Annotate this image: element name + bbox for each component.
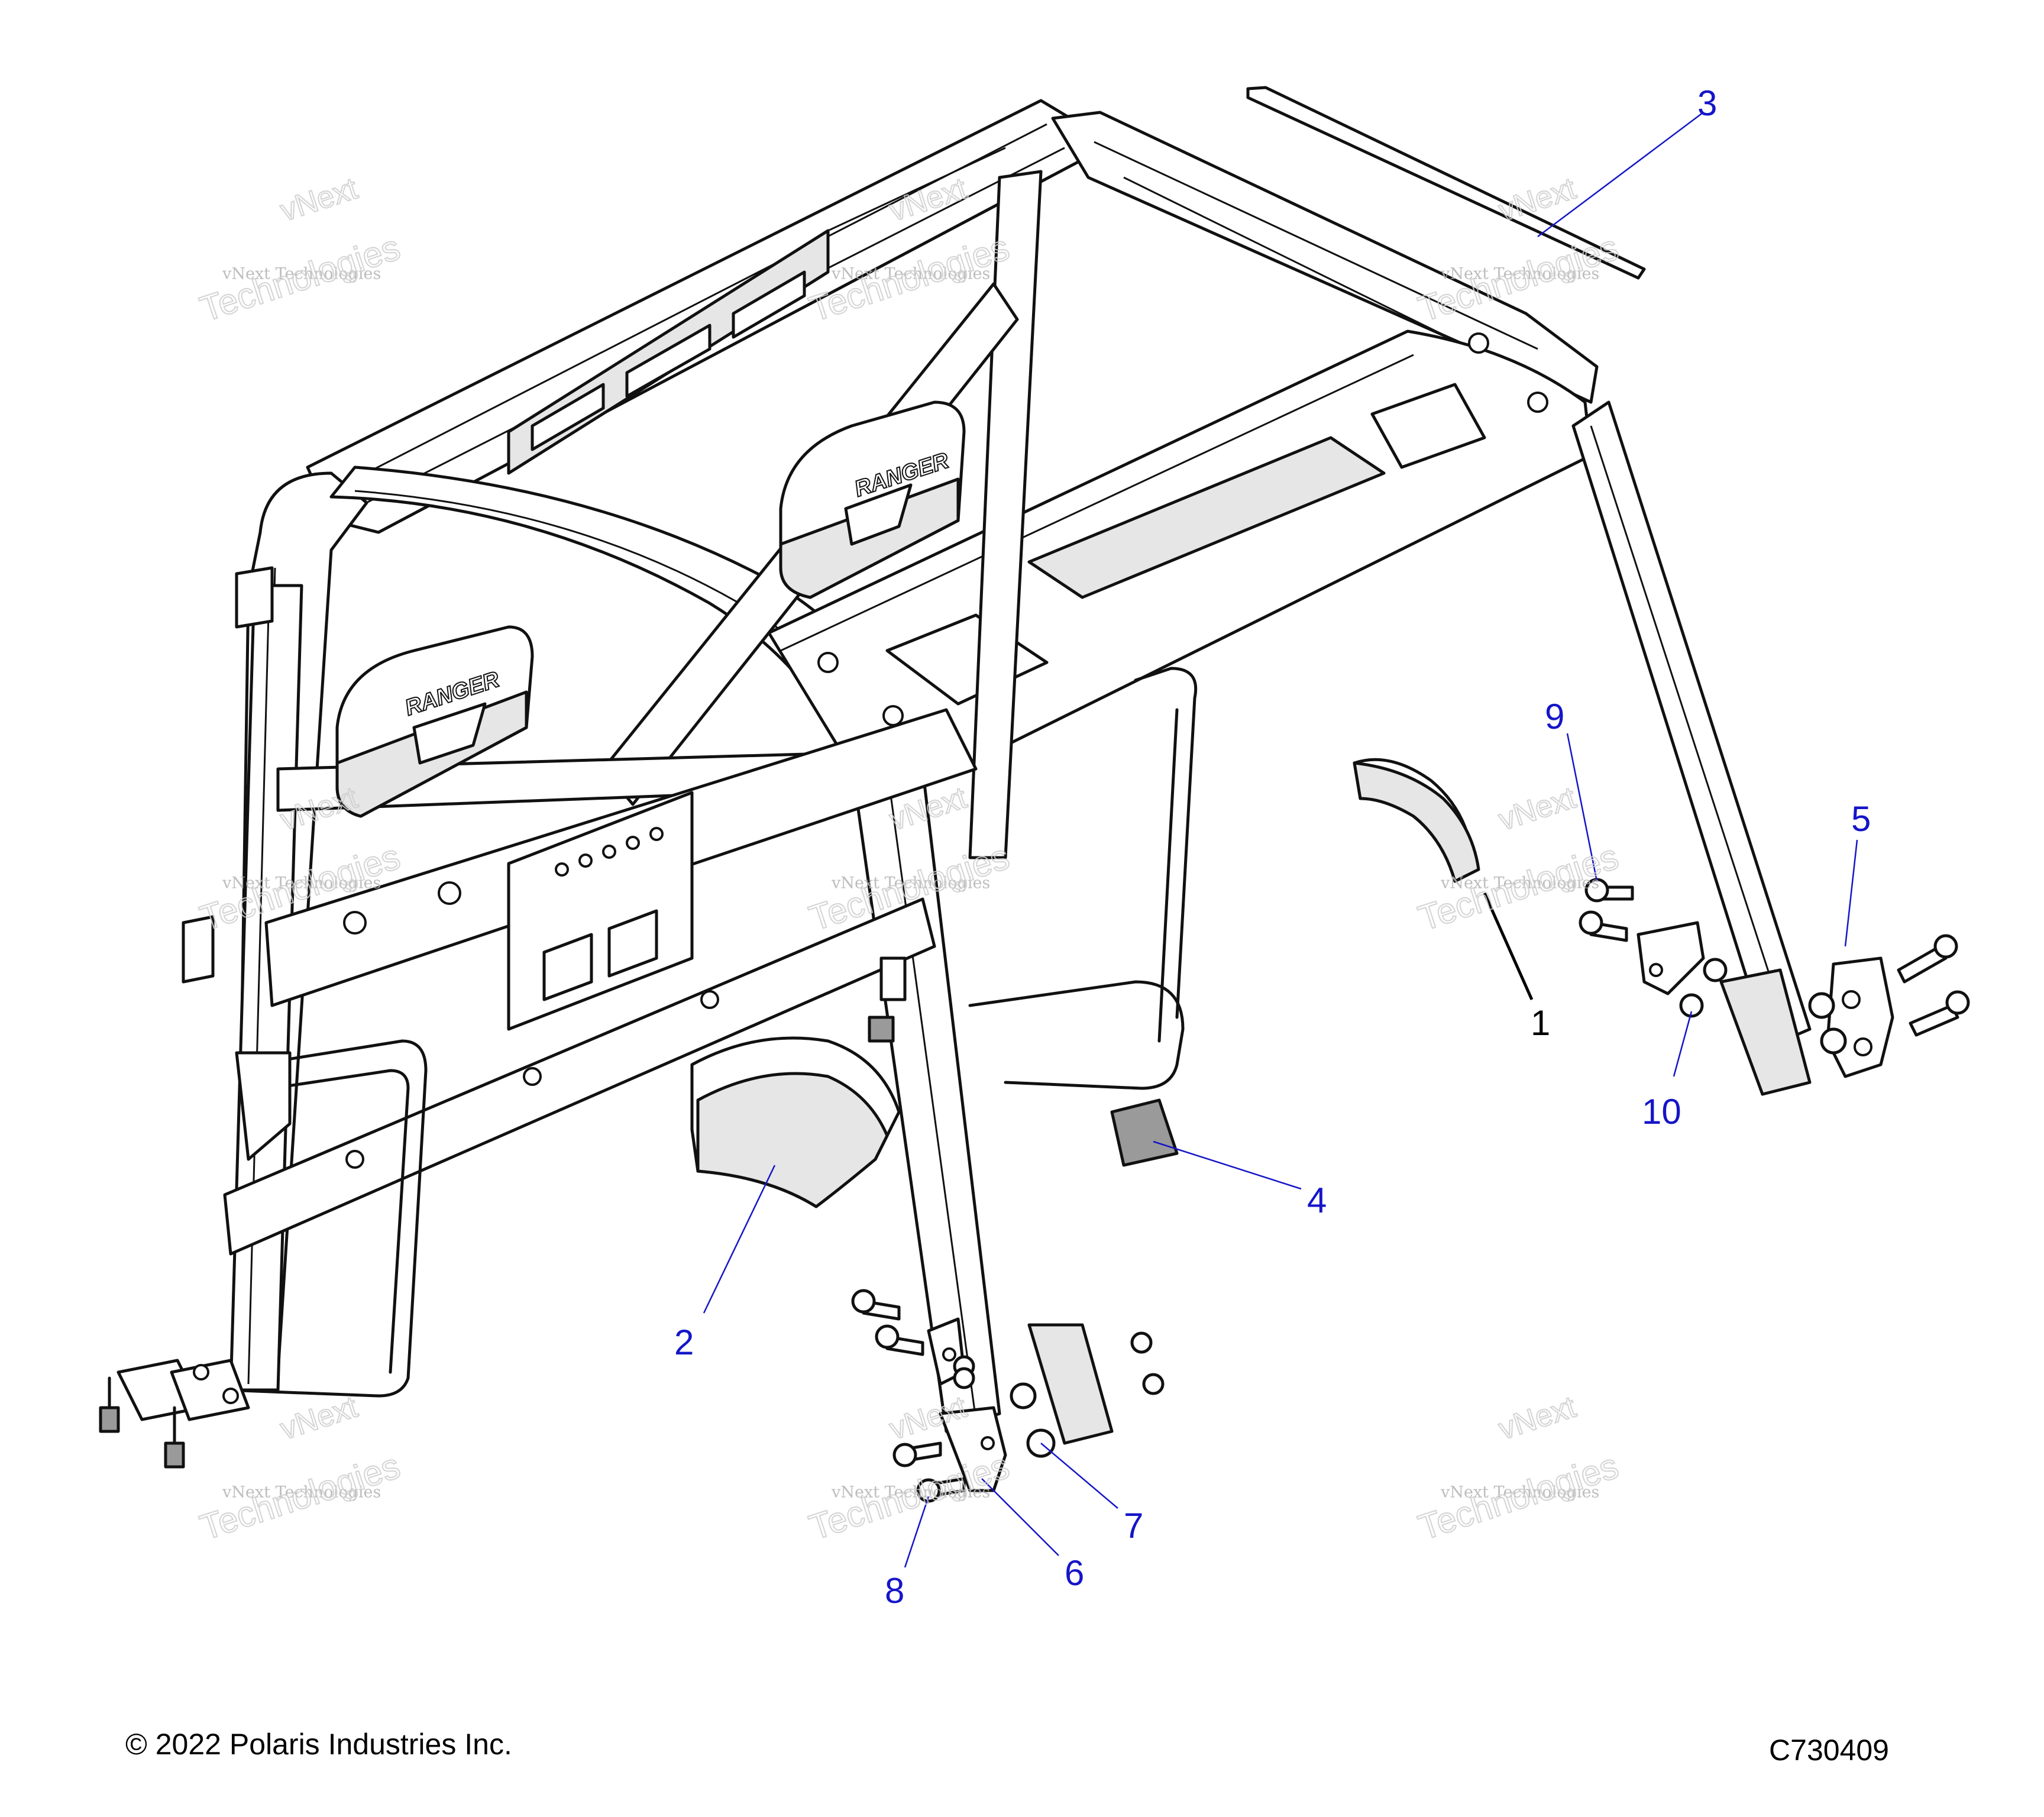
- part-4-pad: [1110, 1098, 1179, 1167]
- right-headrest: RANGER: [779, 400, 966, 599]
- leader-10: [1673, 1011, 1693, 1077]
- left-feet: [99, 1359, 250, 1469]
- center-plate: [507, 791, 694, 1031]
- right-top-tube: [1051, 111, 1599, 404]
- part-9-bracket: [1637, 921, 1705, 995]
- callouts: 1 2 3 4 5 6 7 8 9 10: [674, 83, 1871, 1611]
- leader-1: [1483, 892, 1534, 1001]
- left-grab-handle: [223, 1039, 428, 1398]
- callout-6: 6: [1065, 1553, 1084, 1593]
- watermark-1: vNext vNext Technologies Technologies: [195, 170, 405, 329]
- svg-text:vNext Technologies: vNext Technologies: [1440, 265, 1599, 283]
- callout-7: 7: [1124, 1506, 1143, 1546]
- svg-text:vNext Technologies: vNext Technologies: [1440, 1483, 1599, 1502]
- callout-8: 8: [885, 1571, 904, 1611]
- right-rear-tube: [1571, 400, 1812, 1049]
- svg-text:vNext: vNext: [1495, 780, 1580, 837]
- callout-5: 5: [1851, 799, 1871, 839]
- leader-8: [904, 1496, 930, 1568]
- callout-10: 10: [1642, 1092, 1681, 1131]
- callout-3: 3: [1697, 83, 1717, 123]
- rear-center-post: [968, 170, 1043, 859]
- callout-1: 1: [1531, 1003, 1550, 1043]
- svg-text:vNext Technologies: vNext Technologies: [1440, 874, 1599, 893]
- part-5-bracket: [1808, 934, 1970, 1078]
- part-2-pad: [690, 1036, 901, 1208]
- part-1-pad: [1353, 758, 1480, 883]
- leader-2: [703, 1165, 776, 1314]
- cab-frame: RANGER RANGER: [99, 99, 1812, 1469]
- svg-text:vNext Technologies: vNext Technologies: [222, 874, 381, 893]
- right-grab-handle: [968, 980, 1185, 1090]
- svg-text:vNext Technologies: vNext Technologies: [831, 265, 990, 283]
- leader-lines: [703, 112, 1858, 1568]
- callout-9: 9: [1545, 697, 1564, 736]
- leader-6: [981, 1478, 1059, 1556]
- part-6-bracket: [939, 1406, 1007, 1492]
- svg-text:vNext: vNext: [1495, 1389, 1580, 1446]
- callout-4: 4: [1307, 1181, 1327, 1220]
- leader-4: [1153, 1140, 1302, 1190]
- callout-2: 2: [674, 1323, 694, 1362]
- copyright-notice: © 2022 Polaris Industries Inc.: [125, 1728, 512, 1761]
- left-headrest: RANGER: [335, 625, 534, 818]
- part-8-bolts: [851, 1289, 966, 1503]
- part-10-nuts: [1679, 958, 1728, 1018]
- svg-text:vNext: vNext: [276, 171, 362, 228]
- leader-3: [1537, 112, 1704, 237]
- svg-text:vNext Technologies: vNext Technologies: [222, 265, 381, 283]
- leader-5: [1844, 839, 1858, 947]
- part-9-bolts: [1579, 878, 1634, 942]
- svg-text:vNext: vNext: [276, 1389, 362, 1446]
- leader-9: [1566, 733, 1598, 882]
- drawing-id: C730409: [1769, 1734, 1889, 1767]
- svg-text:vNext Technologies: vNext Technologies: [831, 1483, 990, 1502]
- watermark-9: vNext vNext Technologies Technologies: [1413, 1389, 1623, 1548]
- svg-text:vNext Technologies: vNext Technologies: [222, 1483, 381, 1502]
- svg-text:vNext Technologies: vNext Technologies: [831, 874, 990, 893]
- leader-7: [1040, 1443, 1118, 1509]
